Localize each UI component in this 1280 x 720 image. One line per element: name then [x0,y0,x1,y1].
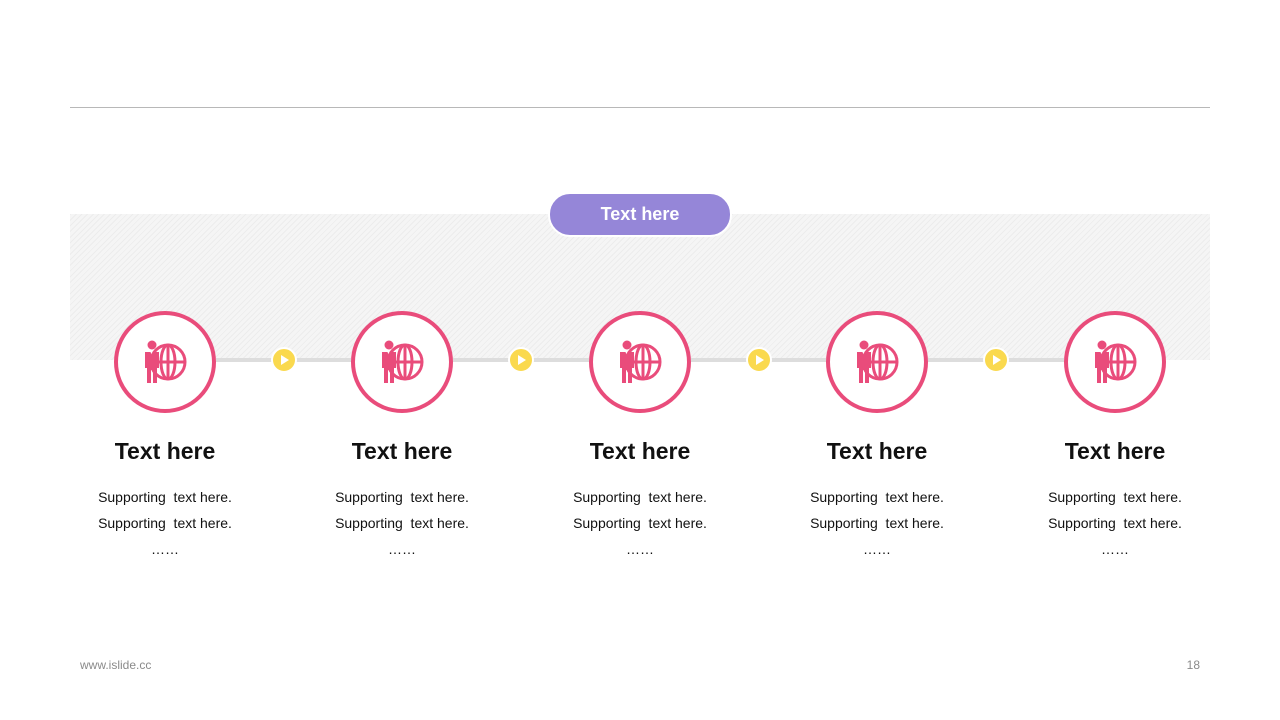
step-title: Text here [826,438,928,464]
step-description-line: Supporting text here. [98,515,232,531]
step-description-line: Supporting text here. [1048,489,1182,505]
step-description-line: Supporting text here. [335,489,469,505]
step-description-line: Supporting text here. [573,489,707,505]
businessman-globe-icon [853,338,901,386]
businessman-globe-icon [141,338,189,386]
step-title: Text here [1064,438,1166,464]
step-description: Supporting text here. Supporting text her… [282,484,522,562]
step-title: Text here [589,438,691,464]
footer-url: www.islide.cc [80,658,152,672]
step-description: Supporting text here. Supporting text her… [757,484,997,562]
hatched-band [70,214,1210,360]
step-description-line: Supporting text here. [810,489,944,505]
step-description-line: Supporting text here. [335,515,469,531]
step-icon-circle [1064,311,1166,413]
businessman-globe-icon [616,338,664,386]
step-description-line: Supporting text here. [1048,515,1182,531]
step-description-line: …… [1101,541,1129,557]
step-title: Text here [351,438,453,464]
step-description: Supporting text here. Supporting text her… [520,484,760,562]
play-arrow-icon [271,347,297,373]
step-icon-circle [589,311,691,413]
top-divider [70,107,1210,108]
step-description: Supporting text here. Supporting text her… [995,484,1235,562]
step-description-line: …… [151,541,179,557]
page-number: 18 [1186,658,1200,672]
step-description-line: Supporting text here. [98,489,232,505]
step-title: Text here [114,438,216,464]
step-icon-circle [826,311,928,413]
step-description-line: Supporting text here. [573,515,707,531]
step-description: Supporting text here. Supporting text her… [45,484,285,562]
play-arrow-icon [983,347,1009,373]
step-icon-circle [114,311,216,413]
businessman-globe-icon [1091,338,1139,386]
step-description-line: …… [626,541,654,557]
step-description-line: …… [863,541,891,557]
businessman-globe-icon [378,338,426,386]
play-arrow-icon [508,347,534,373]
step-icon-circle [351,311,453,413]
step-description-line: Supporting text here. [810,515,944,531]
header-pill: Text here [548,192,732,237]
play-arrow-icon [746,347,772,373]
step-description-line: …… [388,541,416,557]
